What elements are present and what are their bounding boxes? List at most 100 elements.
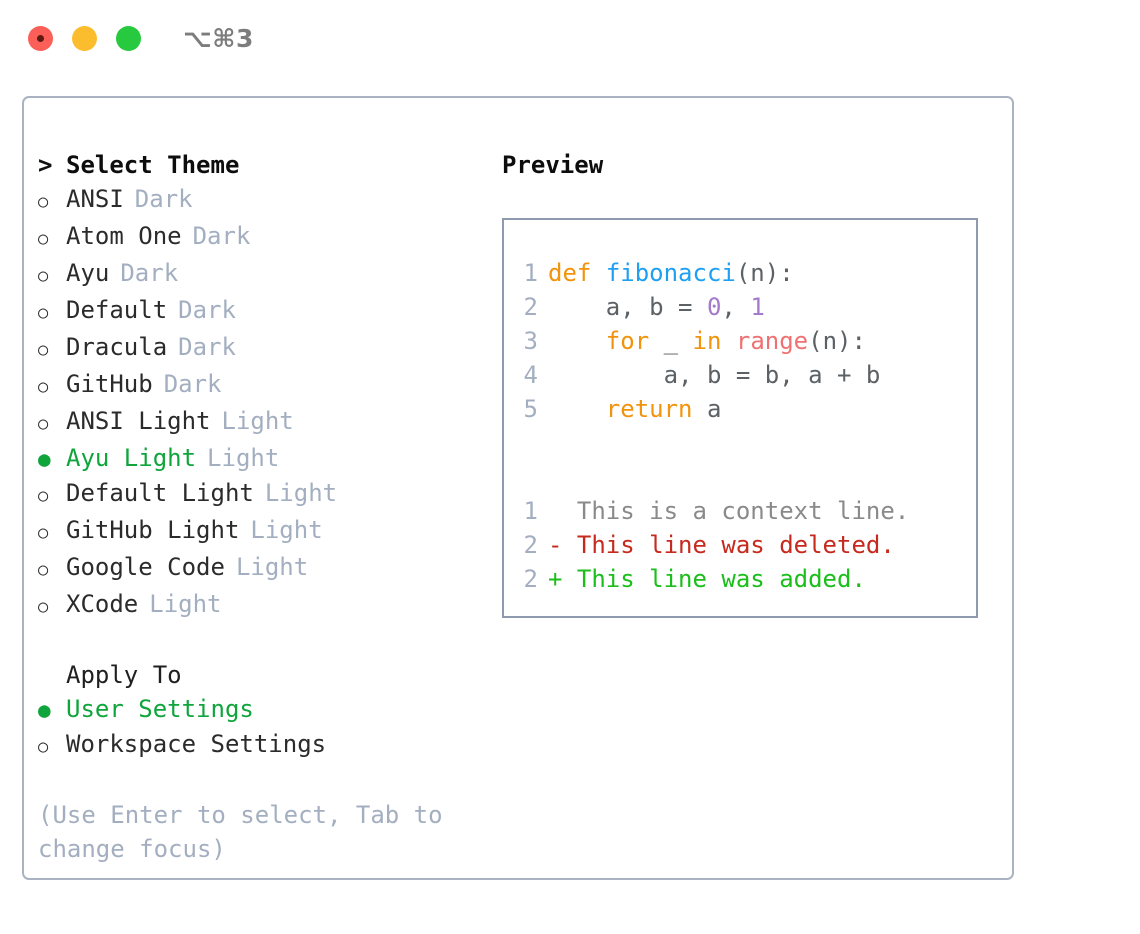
code-line: 2 a, b = 0, 1	[504, 290, 976, 324]
radio-off-icon[interactable]: ○	[38, 486, 49, 506]
radio-off-icon[interactable]: ○	[38, 229, 49, 249]
zoom-button[interactable]	[116, 25, 141, 51]
code-token: (n):	[808, 327, 866, 355]
line-number: 1	[523, 497, 538, 525]
theme-kind: Dark	[163, 370, 222, 398]
code-token: for	[605, 327, 650, 355]
diff-text: This is a context line.	[576, 497, 910, 525]
code-token: 1	[750, 293, 765, 321]
diff-sign: +	[548, 565, 563, 593]
radio-off-icon[interactable]: ○	[38, 303, 49, 323]
radio-on-icon[interactable]: ●	[38, 698, 51, 722]
line-number: 2	[523, 293, 538, 321]
keyboard-shortcut-label: ⌥⌘3	[183, 23, 254, 53]
preview-box: 1 def fibonacci(n): 2 a, b = 0, 1 3 for …	[502, 218, 978, 618]
theme-name: GitHub	[66, 370, 153, 398]
keyboard-hint-text: (Use Enter to select, Tab to change focu…	[38, 801, 443, 863]
theme-kind: Dark	[134, 185, 193, 213]
code-token: ,	[721, 293, 751, 321]
theme-name: Atom One	[66, 222, 182, 250]
preview-title: Preview	[502, 151, 604, 179]
section-spacer	[38, 624, 508, 658]
code-token: a, b =	[548, 293, 707, 321]
theme-option-default-light[interactable]: ○ Default Light Light	[38, 476, 508, 513]
theme-kind: Light	[264, 479, 338, 507]
theme-option-ayu-dark[interactable]: ○ Ayu Dark	[38, 256, 508, 293]
radio-off-icon[interactable]: ○	[38, 414, 49, 434]
diff-sign	[548, 497, 562, 525]
code-token: fibonacci	[605, 259, 736, 287]
theme-option-github-dark[interactable]: ○ GitHub Dark	[38, 367, 508, 404]
code-token: a, b = b, a + b	[548, 361, 881, 389]
line-number: 5	[523, 395, 538, 423]
apply-to-option-user-settings[interactable]: ● User Settings	[38, 692, 508, 727]
theme-name: Default	[66, 296, 168, 324]
radio-off-icon[interactable]: ○	[38, 266, 49, 286]
apply-to-label: Workspace Settings	[66, 730, 327, 758]
code-token: (n):	[735, 259, 794, 287]
theme-name: ANSI Light	[66, 407, 211, 435]
line-number: 3	[523, 327, 538, 355]
radio-off-icon[interactable]: ○	[38, 560, 49, 580]
theme-option-google-code[interactable]: ○ Google Code Light	[38, 550, 508, 587]
diff-text: This line was added.	[576, 565, 866, 593]
theme-name: Ayu Light	[66, 444, 197, 472]
theme-selector-column: > Select Theme ○ ANSI Dark ○ Atom One Da…	[38, 148, 508, 866]
theme-name: ANSI	[66, 185, 124, 213]
theme-kind: Light	[149, 590, 222, 618]
main-panel: > Select Theme ○ ANSI Dark ○ Atom One Da…	[22, 96, 1014, 880]
apply-to-option-workspace-settings[interactable]: ○ Workspace Settings	[38, 727, 508, 764]
code-token: def	[548, 259, 592, 287]
code-spacer	[504, 426, 976, 460]
theme-option-default-dark[interactable]: ○ Default Dark	[38, 293, 508, 330]
theme-kind: Dark	[178, 296, 236, 324]
spacer-icon: ·	[38, 658, 66, 692]
diff-line-context: 1 This is a context line.	[504, 494, 976, 528]
theme-kind: Light	[221, 407, 294, 435]
theme-option-atom-one-dark[interactable]: ○ Atom One Dark	[38, 219, 508, 256]
theme-option-ayu-light[interactable]: ● Ayu Light Light	[38, 441, 508, 476]
code-token	[548, 395, 606, 423]
theme-kind: Light	[235, 553, 309, 581]
theme-kind: Dark	[178, 333, 236, 361]
radio-off-icon[interactable]: ○	[38, 523, 49, 543]
theme-kind: Dark	[192, 222, 251, 250]
theme-option-dracula-dark[interactable]: ○ Dracula Dark	[38, 330, 508, 367]
apply-to-header: · Apply To	[38, 658, 508, 692]
theme-kind: Light	[207, 444, 280, 472]
radio-off-icon[interactable]: ○	[38, 737, 49, 757]
title-bar: ⌥⌘3	[0, 0, 1140, 76]
line-number: 1	[523, 259, 538, 287]
line-number: 4	[523, 361, 538, 389]
theme-option-ansi-dark[interactable]: ○ ANSI Dark	[38, 182, 508, 219]
line-number: 2	[523, 565, 538, 593]
code-line: 4 a, b = b, a + b	[504, 358, 976, 392]
close-button[interactable]	[28, 25, 53, 51]
theme-name: XCode	[66, 590, 139, 618]
preview-column: Preview 1 def fibonacci(n): 2 a, b = 0, …	[502, 148, 1002, 618]
radio-off-icon[interactable]: ○	[38, 377, 49, 397]
code-token	[591, 259, 605, 287]
radio-on-icon[interactable]: ●	[38, 447, 51, 471]
code-token	[721, 327, 735, 355]
radio-off-icon[interactable]: ○	[38, 192, 49, 212]
theme-option-xcode[interactable]: ○ XCode Light	[38, 587, 508, 624]
radio-off-icon[interactable]: ○	[38, 597, 49, 617]
radio-off-icon[interactable]: ○	[38, 340, 49, 360]
code-line: 5 return a	[504, 392, 976, 426]
diff-sign: -	[548, 531, 563, 559]
select-theme-title: Select Theme	[66, 151, 240, 179]
code-spacer	[504, 460, 976, 494]
code-token: return	[605, 395, 693, 423]
line-number: 2	[523, 531, 538, 559]
code-token: 0	[706, 293, 722, 321]
theme-option-github-light[interactable]: ○ GitHub Light Light	[38, 513, 508, 550]
theme-name: Google Code	[66, 553, 225, 581]
theme-option-ansi-light[interactable]: ○ ANSI Light Light	[38, 404, 508, 441]
apply-to-label: User Settings	[66, 695, 254, 723]
code-token: _	[649, 327, 693, 355]
theme-name: Default Light	[66, 479, 254, 507]
diff-line-deleted: 2 - This line was deleted.	[504, 528, 976, 562]
minimize-button[interactable]	[72, 25, 97, 51]
